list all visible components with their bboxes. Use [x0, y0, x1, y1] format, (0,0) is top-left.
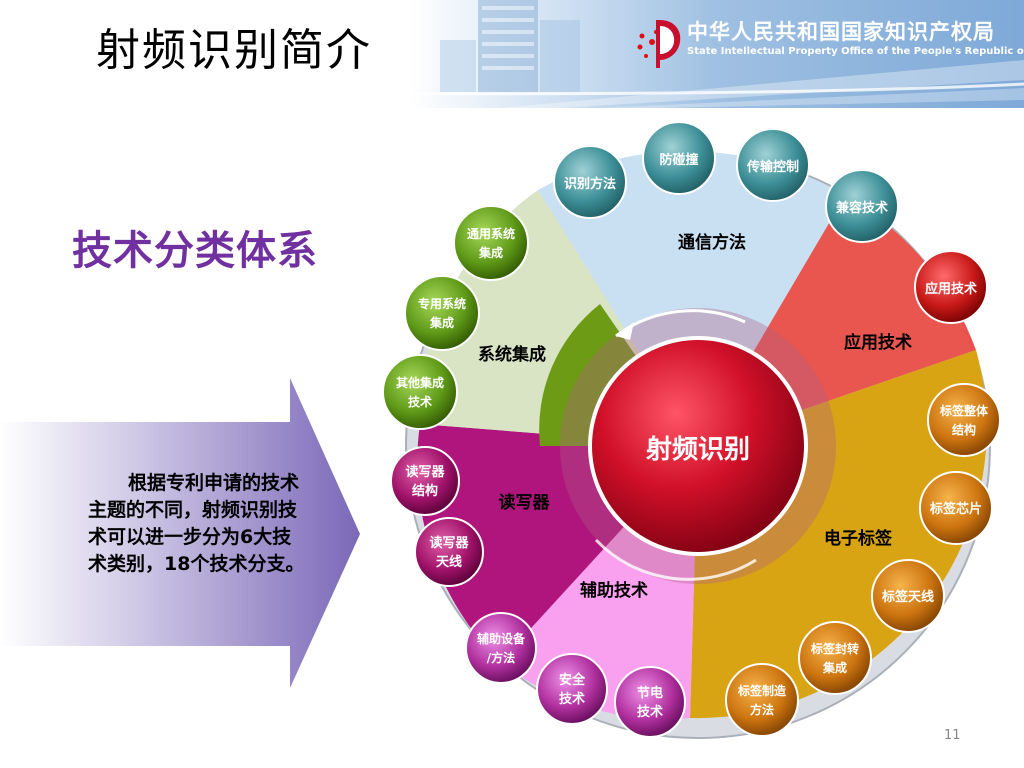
svg-text:识别方法: 识别方法 — [564, 176, 616, 192]
svg-text:技术: 技术 — [637, 704, 663, 720]
svg-text:传输控制: 传输控制 — [746, 159, 799, 175]
org-name-en: State Intellectual Property Office of th… — [687, 46, 1024, 57]
svg-text:方法: 方法 — [750, 702, 774, 717]
branch-anticollision: 防碰撞 — [642, 121, 716, 195]
svg-text:标签整体: 标签整体 — [939, 403, 989, 418]
org-logo-block: 中华人民共和国国家知识产权局 State Intellectual Proper… — [630, 14, 1024, 74]
svg-text:技术: 技术 — [408, 394, 432, 409]
branch-application: 应用技术 — [914, 250, 988, 324]
branch-tag-manufacture: 标签制造 方法 — [725, 663, 799, 737]
branch-tag-chip: 标签芯片 — [919, 471, 993, 545]
svg-text:读写器: 读写器 — [429, 535, 469, 551]
branch-compat: 兼容技术 — [825, 169, 899, 243]
svg-text:天线: 天线 — [436, 554, 462, 570]
branch-special-integration: 专用系统 集成 — [404, 275, 480, 351]
svg-text:技术: 技术 — [559, 691, 585, 707]
category-aux: 辅助技术 — [580, 580, 648, 601]
svg-text:应用技术: 应用技术 — [925, 281, 977, 297]
description-arrow — [0, 378, 360, 688]
category-tag: 电子标签 — [824, 528, 893, 549]
sipo-logo-icon — [637, 20, 681, 68]
center-circle — [588, 336, 808, 556]
cycle-arrow-bottom — [594, 538, 757, 581]
page-title: 射频识别简介 — [96, 25, 372, 76]
svg-text:结构: 结构 — [952, 422, 976, 437]
branch-aux-device: 辅助设备 /方法 — [465, 612, 537, 684]
category-sys: 系统集成 — [478, 344, 546, 365]
category-reader: 读写器 — [499, 492, 551, 513]
branch-id-method: 识别方法 — [553, 145, 627, 219]
branch-energy-saving: 节电 技术 — [614, 666, 686, 738]
branch-other-integration: 其他集成 技术 — [382, 354, 458, 430]
svg-text:集成: 集成 — [478, 245, 503, 260]
svg-text:集成: 集成 — [822, 660, 847, 675]
section-subtitle: 技术分类体系 — [72, 228, 318, 274]
building-image — [440, 0, 580, 92]
svg-text:结构: 结构 — [412, 483, 438, 499]
branch-transfer-ctrl: 传输控制 — [736, 128, 810, 202]
svg-text:集成: 集成 — [429, 315, 454, 330]
description-text: 根据专利申请的技术主题的不同，射频识别技术可以进一步分为6大技术类别，18个技术… — [88, 472, 305, 575]
branch-tag-package: 标签封转 集成 — [798, 621, 872, 695]
svg-text:节电: 节电 — [637, 685, 663, 701]
header-decoration — [0, 0, 1024, 108]
svg-text:标签芯片: 标签芯片 — [929, 501, 982, 517]
sector-comm — [538, 151, 845, 447]
org-name-cn: 中华人民共和国国家知识产权局 — [687, 20, 995, 44]
branch-reader-structure: 读写器 结构 — [390, 446, 460, 516]
cycle-arrowhead-top — [616, 322, 634, 340]
svg-text:标签制造: 标签制造 — [737, 683, 787, 698]
branch-tag-whole: 标签整体 结构 — [927, 383, 1001, 457]
category-comm: 通信方法 — [678, 232, 746, 253]
header-banner: 射频识别简介 中华人民共和国国家知识产权局 State Intellectual… — [0, 0, 1024, 108]
svg-text:读写器: 读写器 — [405, 464, 445, 480]
branch-general-integration: 通用系统 集成 — [453, 205, 529, 281]
svg-text:安全: 安全 — [559, 672, 586, 688]
svg-text:兼容技术: 兼容技术 — [836, 200, 888, 216]
branch-safety: 安全 技术 — [536, 653, 608, 725]
branch-reader-antenna: 读写器 天线 — [414, 517, 484, 587]
category-app: 应用技术 — [844, 332, 912, 353]
svg-text:专用系统: 专用系统 — [418, 296, 466, 311]
svg-text:标签封转: 标签封转 — [810, 641, 859, 656]
branch-tag-antenna: 标签天线 — [871, 559, 945, 633]
svg-text:标签天线: 标签天线 — [881, 589, 934, 605]
center-label: 射频识别 — [645, 435, 750, 465]
page-number: 11 — [944, 728, 961, 743]
svg-text:其他集成: 其他集成 — [396, 375, 444, 390]
svg-text:防碰撞: 防碰撞 — [659, 152, 698, 168]
svg-text:通用系统: 通用系统 — [467, 226, 515, 241]
svg-text:/方法: /方法 — [487, 650, 515, 665]
svg-text:辅助设备: 辅助设备 — [477, 631, 526, 646]
